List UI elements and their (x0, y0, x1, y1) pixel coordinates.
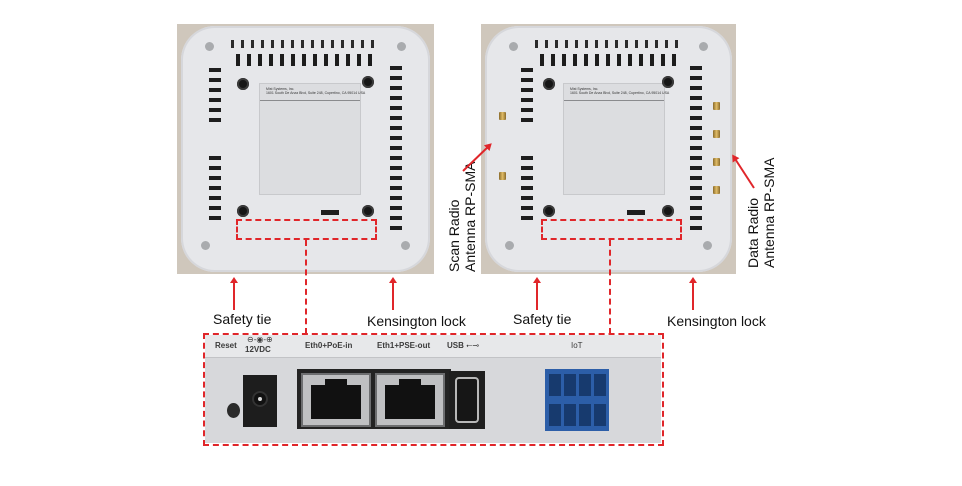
mount-hole (509, 42, 518, 51)
iot-pin-cell (594, 404, 606, 426)
rubber-foot (662, 205, 674, 217)
dc-power-jack (243, 375, 277, 427)
kensington-arrow-right (689, 277, 697, 310)
product-label-plate: Mist Systems, Inc.1601 South De Anza Blv… (259, 83, 365, 195)
iot-pin-cell (564, 374, 576, 396)
reset-button (227, 403, 240, 418)
usb-symbol-icon: ⭠⊸ (466, 341, 480, 350)
vent-fins (209, 68, 221, 128)
label-company: Mist Systems, Inc.1601 South De Anza Blv… (570, 87, 670, 95)
data-radio-sma-connector (713, 158, 720, 166)
kensington-arrow-left (389, 277, 397, 310)
scan-radio-antenna-label: Scan Radio Antenna RP-SMA (446, 162, 478, 273)
safety-tie-label-left: Safety tie (213, 311, 272, 327)
rubber-foot (543, 78, 555, 90)
data-radio-label-line2: Antenna RP-SMA (761, 157, 777, 269)
mount-hole (699, 42, 708, 51)
ap-photo-left: Mist Systems, Inc.1601 South De Anza Blv… (177, 24, 434, 274)
port-area-connector-left (305, 240, 307, 334)
scan-radio-sma-connector (499, 172, 506, 180)
rubber-foot (237, 205, 249, 217)
iot-pin-cell (564, 404, 576, 426)
port-area-highlight-right (541, 219, 682, 240)
usb-label: USB ⭠⊸ (447, 341, 480, 350)
scan-radio-sma-connector (499, 112, 506, 120)
mount-hole (397, 42, 406, 51)
scan-radio-label-line2: Antenna RP-SMA (462, 161, 478, 273)
dc-pin (252, 391, 268, 407)
eth0-label: Eth0+PoE-in (305, 341, 353, 350)
rj45-latch (399, 379, 421, 387)
vent-fins (521, 156, 533, 226)
vent-fins (521, 68, 533, 128)
data-radio-label-line1: Data Radio (745, 197, 761, 268)
mount-hole (205, 42, 214, 51)
ap-housing: Mist Systems, Inc.1601 South De Anza Blv… (181, 26, 430, 272)
kensington-label-right: Kensington lock (667, 313, 766, 329)
port-panel-closeup: Reset ⊖-◉-⊕ 12VDC Eth0+PoE-in Eth1+PSE-o… (205, 335, 661, 443)
port-panel-highlight (203, 333, 664, 446)
safety-tie-arrow-left (230, 277, 238, 310)
rj45-latch (325, 379, 347, 387)
iot-pin-cell (579, 404, 591, 426)
eth1-label: Eth1+PSE-out (377, 341, 431, 350)
label-divider (564, 100, 664, 101)
mount-hole (201, 241, 210, 250)
label-divider (260, 100, 360, 101)
ap-housing: Mist Systems, Inc.1601 South De Anza Blv… (485, 26, 732, 272)
usb-port (449, 371, 485, 429)
mount-hole (703, 241, 712, 250)
data-radio-sma-connector (713, 186, 720, 194)
usb-opening (455, 377, 479, 423)
product-label-plate: Mist Systems, Inc.1601 South De Anza Blv… (563, 83, 669, 195)
reset-label: Reset (215, 341, 237, 350)
vent-fins (209, 156, 221, 226)
iot-label: IoT (571, 341, 583, 350)
iot-pin-cell (549, 374, 561, 396)
safety-tie-label-right: Safety tie (513, 311, 572, 327)
vent-fins (535, 40, 682, 48)
dc-12v-label: 12VDC (245, 345, 271, 354)
rj45-opening (311, 385, 361, 419)
rubber-foot (543, 205, 555, 217)
iot-terminal-block (545, 369, 609, 431)
rubber-foot (662, 76, 674, 88)
vent-fins (236, 54, 375, 66)
rubber-foot (362, 205, 374, 217)
data-radio-sma-connector (713, 130, 720, 138)
eth1-pse-out-port (375, 373, 445, 427)
rubber-foot (362, 76, 374, 88)
port-area-connector-right (609, 240, 611, 334)
recessed-slot (321, 210, 339, 215)
ap-photo-right: Mist Systems, Inc.1601 South De Anza Blv… (481, 24, 736, 274)
mount-hole (505, 241, 514, 250)
port-label-strip (205, 335, 661, 358)
vent-fins (690, 66, 702, 236)
kensington-label-left: Kensington lock (367, 313, 466, 329)
mount-hole (401, 241, 410, 250)
port-area-highlight-left (236, 219, 377, 240)
rubber-foot (237, 78, 249, 90)
scan-radio-label-line1: Scan Radio (446, 199, 462, 272)
recessed-slot (627, 210, 645, 215)
vent-fins (540, 54, 677, 66)
iot-pin-cell (549, 404, 561, 426)
vent-fins (231, 40, 380, 48)
dc-polarity-symbol: ⊖-◉-⊕ (247, 335, 273, 344)
label-company: Mist Systems, Inc.1601 South De Anza Blv… (266, 87, 366, 95)
iot-pin-cell (594, 374, 606, 396)
iot-pin-cell (579, 374, 591, 396)
rj45-opening (385, 385, 435, 419)
safety-tie-arrow-right (533, 277, 541, 310)
eth0-poe-in-port (301, 373, 371, 427)
vent-fins (390, 66, 402, 236)
data-radio-antenna-label: Data Radio Antenna RP-SMA (745, 158, 777, 269)
data-radio-sma-connector (713, 102, 720, 110)
